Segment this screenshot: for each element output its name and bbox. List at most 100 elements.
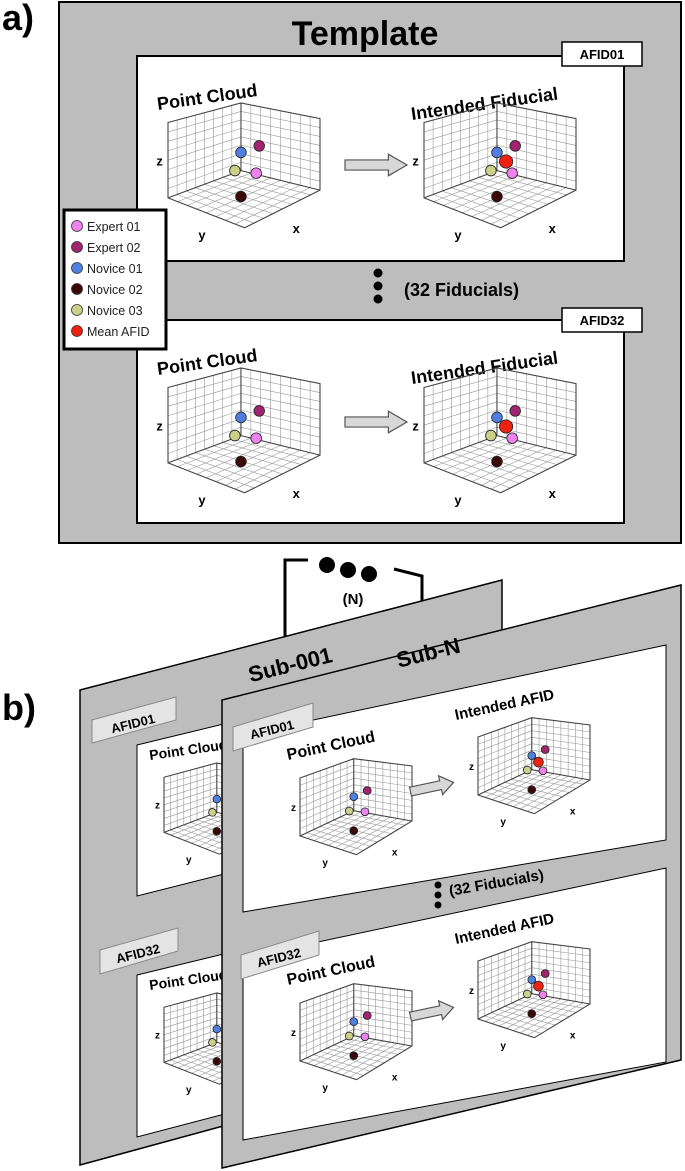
fiducial-point <box>506 167 518 179</box>
ellipsis-dot <box>373 281 383 291</box>
z-axis-label: z <box>155 1031 160 1042</box>
ellipsis-dot <box>434 881 442 889</box>
ellipsis-dot <box>361 566 377 582</box>
fiducial-point <box>349 1051 359 1061</box>
mean-afid-point <box>533 756 544 768</box>
intended-afid-plot: z y x <box>469 717 591 828</box>
arrow <box>344 410 409 434</box>
y-axis-label: y <box>500 817 506 828</box>
y-axis-label: y <box>322 1083 328 1094</box>
fiducial-point <box>212 1057 222 1066</box>
fiducial-point <box>485 164 497 177</box>
x-axis-label: x <box>293 486 301 501</box>
z-axis-label: z <box>412 153 418 168</box>
y-axis-label: y <box>198 228 206 243</box>
point-cloud-plot: z y x <box>291 758 413 869</box>
y-axis-label: y <box>186 1085 192 1096</box>
fiducials-count-label: (32 Fiducials) <box>404 280 519 300</box>
legend-marker <box>71 325 83 337</box>
legend-marker <box>71 220 83 232</box>
mean-afid-point <box>533 980 544 992</box>
legend-marker <box>71 262 83 274</box>
arrow <box>344 153 409 177</box>
fiducial-point <box>509 405 521 417</box>
legend-marker <box>71 241 83 253</box>
fiducial-point <box>506 432 518 444</box>
sub-001-afid32-tag <box>99 927 179 975</box>
fiducial-point <box>235 411 247 424</box>
legend-marker <box>71 283 83 295</box>
fiducial-point <box>538 990 548 1000</box>
x-axis-label: x <box>392 848 398 859</box>
legend-label: Mean AFID <box>87 325 150 339</box>
fiducial-point <box>527 751 537 761</box>
mean-afid-point <box>499 154 514 169</box>
z-axis-label: z <box>156 153 162 168</box>
legend-marker <box>71 304 83 316</box>
fiducial-point <box>253 140 265 152</box>
ellipsis-dot <box>319 557 335 573</box>
x-axis-label: x <box>549 486 557 501</box>
fiducial-point <box>509 140 521 152</box>
fiducial-point <box>212 1024 222 1034</box>
afid32-tag <box>561 307 643 333</box>
fiducial-point <box>491 190 503 203</box>
y-axis-label: y <box>186 855 192 866</box>
z-axis-label: z <box>469 986 474 997</box>
z-axis-label: z <box>155 801 160 812</box>
z-axis-label: z <box>291 1028 296 1039</box>
ellipsis-dot <box>373 268 383 278</box>
fiducial-point <box>538 766 548 776</box>
point-cloud-plot: zyx <box>291 983 413 1094</box>
fiducial-point <box>362 786 372 795</box>
panel-a: a) Template AFID01 Point Cloud Intended … <box>2 0 682 544</box>
fiducial-point <box>344 1031 354 1041</box>
fiducial-point <box>344 806 354 816</box>
fiducial-point <box>485 429 497 442</box>
fiducial-point <box>250 167 262 179</box>
fiducial-point <box>522 989 532 999</box>
subject-count-label: (N) <box>343 591 364 608</box>
sub-n-afid01-tag <box>232 702 314 752</box>
panel-b-label: b) <box>2 687 36 728</box>
fiducial-point <box>527 785 537 795</box>
fiducial-point <box>229 429 241 442</box>
afid01-tag-label: AFID01 <box>580 47 625 62</box>
afid01-box <box>136 55 625 262</box>
z-axis-label: z <box>469 762 474 773</box>
y-axis-label: y <box>198 493 206 508</box>
fiducial-point <box>491 411 503 424</box>
y-axis-label: y <box>322 858 328 869</box>
fiducial-point <box>235 455 247 468</box>
fiducial-point <box>253 405 265 417</box>
panel-b: b) Sub-001 Point Cloud Point Cloud zyx z… <box>2 579 682 1169</box>
fiducial-point <box>540 969 550 978</box>
fiducial-point <box>208 1038 217 1047</box>
point-cloud-plot: z y x <box>156 102 321 243</box>
legend-label: Expert 01 <box>87 220 141 234</box>
fiducial-point <box>362 1011 372 1020</box>
z-axis-label: z <box>291 803 296 814</box>
fiducial-point <box>527 975 537 985</box>
intended-afid-plot: zyx <box>469 941 591 1052</box>
fiducial-point <box>527 1009 537 1019</box>
fiducial-point <box>349 826 359 836</box>
z-axis-label: z <box>412 418 418 433</box>
afid32-tag-label: AFID32 <box>580 313 625 328</box>
fiducial-point <box>522 765 532 775</box>
fiducial-point <box>235 146 247 159</box>
y-axis-label: y <box>454 228 462 243</box>
fiducial-point <box>208 808 217 817</box>
x-axis-label: x <box>293 221 301 236</box>
arrow <box>408 999 455 1022</box>
fiducial-point <box>349 1017 359 1027</box>
template-title: Template <box>292 15 439 53</box>
fiducial-point <box>360 807 370 817</box>
x-axis-label: x <box>570 807 576 818</box>
sub-n-afid01-box <box>242 644 667 913</box>
